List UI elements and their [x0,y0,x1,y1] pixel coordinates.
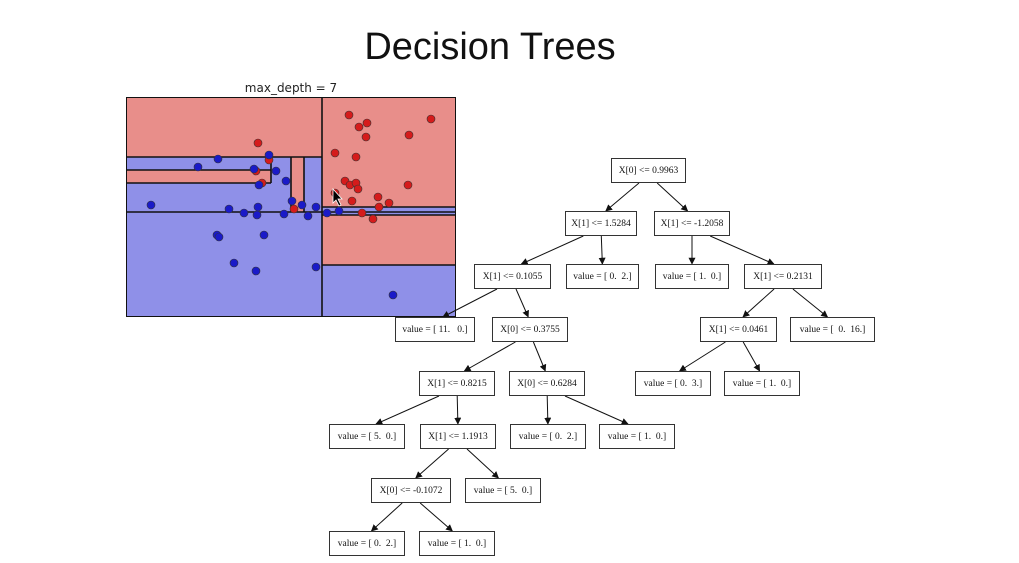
leaf-node: value = [ 0. 3.] [635,371,711,396]
red-point [353,184,363,194]
split-node: X[1] <= 0.8215 [419,371,495,396]
tree-edge [515,288,529,318]
leaf-node: value = [ 0. 2.] [329,531,405,556]
blue-point [229,258,239,268]
tree-edge [605,182,640,212]
blue-point [224,204,234,214]
split-node: X[0] <= 0.9963 [611,158,686,183]
tree-edge [419,502,453,532]
blue-point [251,266,261,276]
plot-title: max_depth = 7 [244,81,338,95]
red-point [374,202,384,212]
blue-point [303,211,313,221]
blue-point [193,162,203,172]
tree-edge [656,182,689,212]
blue-point [214,232,224,242]
leaf-node: value = [ 5. 0.] [465,478,541,503]
region [126,97,322,157]
leaf-node: value = [ 0. 2.] [510,424,586,449]
blue-point [388,290,398,300]
decision-boundary-plot [126,97,456,317]
red-point [361,132,371,142]
tree-edge [370,502,403,532]
tree-edge [454,395,462,425]
blue-point [322,208,332,218]
leaf-node: value = [ 1. 0.] [724,371,800,396]
blue-point [311,262,321,272]
tree-edge [463,341,516,372]
blue-point [264,150,274,160]
tree-edge [442,288,498,318]
tree-edge [742,341,761,372]
plot-frame [126,97,456,317]
mouse-cursor-icon [332,187,343,207]
blue-point [271,166,281,176]
region [322,215,456,265]
red-point [384,198,394,208]
tree-edge [792,288,829,318]
leaf-node: value = [ 0. 2.] [566,264,639,289]
tree-edge [564,395,629,425]
tree-edge [544,395,552,425]
red-point [404,130,414,140]
split-node: X[1] <= 0.1055 [474,264,551,289]
region [322,97,456,207]
leaf-node: value = [ 5. 0.] [329,424,405,449]
red-point [330,148,340,158]
slide-title: Decision Trees [364,26,616,68]
split-node: X[1] <= 1.1913 [420,424,496,449]
tree-edge [709,235,775,265]
red-point [344,110,354,120]
red-point [362,118,372,128]
blue-point [254,180,264,190]
split-node: X[0] <= -0.1072 [371,478,451,503]
red-point [354,122,364,132]
blue-point [146,200,156,210]
blue-point [239,208,249,218]
tree-edge [375,395,440,425]
leaf-node: value = [ 1. 0.] [419,531,495,556]
blue-point [287,196,297,206]
blue-point [297,200,307,210]
tree-edge [678,341,726,372]
leaf-node: value = [ 0. 16.] [790,317,875,342]
red-point [347,196,357,206]
leaf-node: value = [ 11. 0.] [395,317,475,342]
tree-edge [415,448,449,479]
split-node: X[1] <= 0.2131 [744,264,822,289]
blue-point [334,206,344,216]
split-node: X[1] <= -1.2058 [654,211,730,236]
split-node: X[1] <= 0.0461 [700,317,777,342]
split-node: X[0] <= 0.6284 [509,371,585,396]
red-point [368,214,378,224]
blue-point [249,164,259,174]
blue-point [259,230,269,240]
tree-edge [598,235,606,265]
split-node: X[1] <= 1.5284 [565,211,637,236]
split-node: X[0] <= 0.3755 [492,317,568,342]
leaf-node: value = [ 1. 0.] [655,264,729,289]
red-point [357,208,367,218]
tree-edge [742,288,775,318]
blue-point [252,210,262,220]
blue-point [281,176,291,186]
red-point [351,152,361,162]
region [126,170,271,183]
blue-point [279,209,289,219]
blue-point [311,202,321,212]
tree-edge [520,235,584,265]
tree-edge [466,448,500,479]
red-point [403,180,413,190]
red-point [253,138,263,148]
red-point [426,114,436,124]
leaf-node: value = [ 1. 0.] [599,424,675,449]
red-point [373,192,383,202]
tree-edge [532,341,547,372]
red-point [289,204,299,214]
blue-point [213,154,223,164]
